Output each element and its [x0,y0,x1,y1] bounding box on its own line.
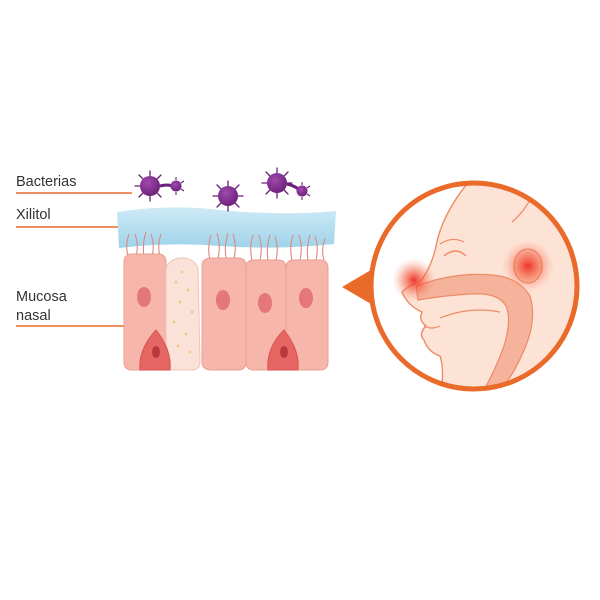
goblet-granules [172,270,194,354]
epithelial-cell-2 [201,257,247,371]
bacteria-icon [134,170,185,202]
xylitol-layer [117,207,336,248]
basal-cell-1-nucleus [152,346,160,358]
leader-lines [16,192,132,327]
label-xilitol: Xilitol [16,207,51,223]
face-profile-icon [368,180,580,392]
bacteria-group [134,167,311,212]
label-bacterias: Bacterias [16,174,77,190]
basal-cell-2-nucleus [280,346,288,358]
goblet-cell [165,257,201,371]
label-mucosa-nasal: Mucosa nasal [16,288,67,326]
inflammation-nose [392,258,436,302]
cell-nuclei [137,287,313,313]
eye [443,250,467,257]
callout-pointer [342,270,371,304]
label-mucosa-line2: nasal [16,308,51,324]
bacteria-icon [261,167,311,200]
inflammation-ear [502,240,554,292]
bacteria-icon [212,180,244,212]
label-mucosa-line1: Mucosa [16,289,67,305]
mucosa-cells [123,253,329,371]
callout-ring [368,180,580,392]
